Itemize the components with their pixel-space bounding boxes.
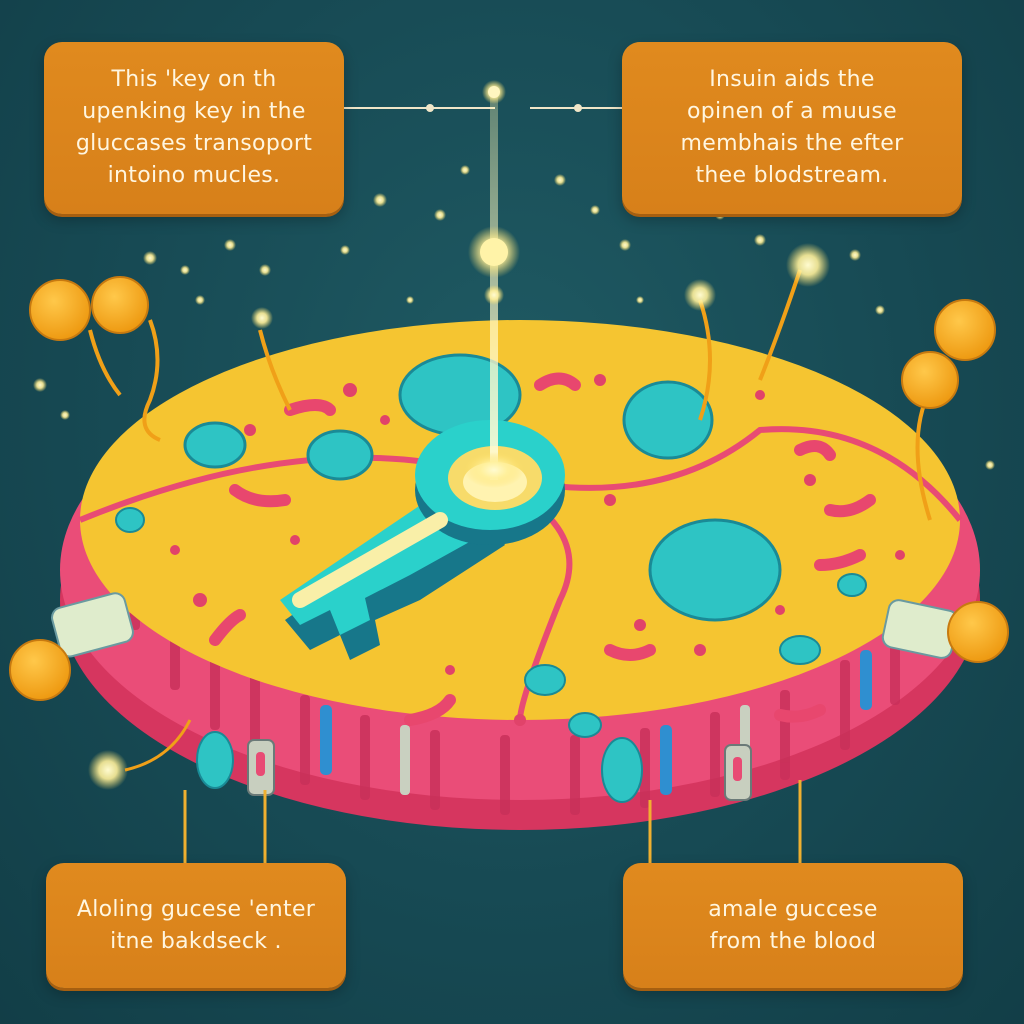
callout-text-line: Aloling gucese 'enter: [76, 896, 316, 922]
callout-text-line: amale guccese: [708, 896, 878, 922]
bottom-connector-lines: [183, 780, 802, 865]
callout-text-line: This 'key on th: [111, 67, 277, 92]
glucose-molecules: [29, 243, 996, 521]
callout-text-line: upenking key in the: [82, 99, 306, 124]
callout-text-line: thee blodstream.: [695, 163, 889, 188]
callout-text-line: opinen of a muuse: [686, 99, 898, 124]
callout-text-line: itne bakdseck .: [110, 928, 282, 954]
callout-text-line: Insuin aids the: [709, 67, 875, 92]
callout-bottom-right: amale guccese from the blood: [623, 863, 963, 988]
organelles: [115, 353, 905, 738]
callout-text-line: intoino mucles.: [107, 163, 281, 188]
callout-top-left: This 'key on th upenking key in the gluc…: [44, 42, 344, 214]
callout-top-right: Insuin aids the opinen of a muuse membha…: [622, 42, 962, 214]
glucose-transporter-right: [881, 599, 1009, 663]
floating-glucose-particles: [33, 165, 995, 470]
callout-text-line: gluccases transoport: [75, 131, 313, 156]
callout-text-line: membhais the efter: [680, 131, 904, 156]
callout-text-line: from the blood: [709, 928, 877, 954]
callout-bottom-left: Aloling gucese 'enter itne bakdseck .: [46, 863, 346, 988]
glucose-transporter-left: [9, 592, 192, 790]
insulin-signal-beam: [464, 80, 524, 488]
